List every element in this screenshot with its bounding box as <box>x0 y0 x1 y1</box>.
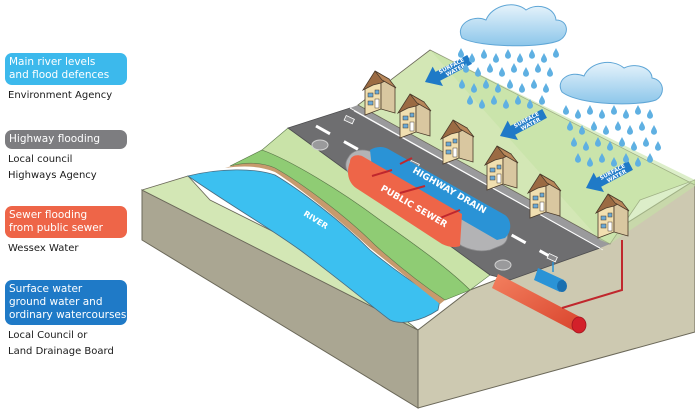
highway-drain-pipe <box>370 147 511 240</box>
house-sewer-connection <box>561 240 623 309</box>
legend-agency: Local Council or Land Drainage Board <box>8 330 114 357</box>
cloud-icon <box>459 4 567 47</box>
gully-grate <box>546 252 558 263</box>
legend-agency: Wessex Water <box>8 243 79 254</box>
public-sewer-pipe-outlet <box>492 274 582 332</box>
legend-badge: Sewer flooding from public sewer <box>5 206 127 238</box>
legend-badge: Main river levels and flood defences <box>5 53 127 85</box>
gully-grate <box>343 114 355 125</box>
highway-drain-pipe-outlet <box>534 268 564 292</box>
legend-agency: Local council Highways Agency <box>8 154 97 181</box>
legend-agency: Environment Agency <box>8 90 113 101</box>
manhole-cover <box>494 259 512 271</box>
legend-item-sewer-flooding: Sewer flooding from public sewer Wessex … <box>5 206 127 257</box>
legend-badge: Highway flooding <box>5 130 127 149</box>
public-sewer-pipe <box>348 155 462 248</box>
legend-item-main-river: Main river levels and flood defences Env… <box>5 53 127 104</box>
legend-badge: Surface water ground water and ordinary … <box>5 280 127 325</box>
house <box>362 70 397 116</box>
legend-item-highway-flooding: Highway flooding Local council Highways … <box>5 130 127 184</box>
legend-item-surface-water: Surface water ground water and ordinary … <box>5 280 127 360</box>
manhole-cover <box>311 139 329 151</box>
cloud-icon <box>559 61 663 105</box>
river-bank <box>225 162 445 304</box>
